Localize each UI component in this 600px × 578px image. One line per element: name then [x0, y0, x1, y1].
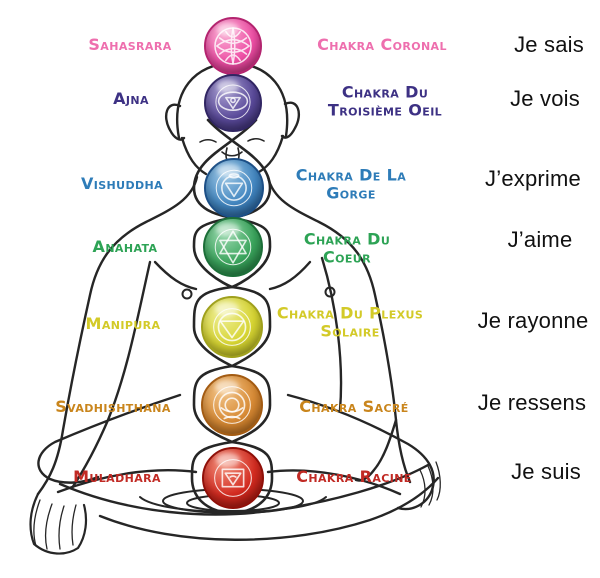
french-label-crown: Chakra Coronal	[317, 35, 447, 55]
french-label-sacral: Chakra Sacré	[299, 397, 409, 417]
square-triangle-icon	[214, 459, 252, 497]
chakra-ball-crown	[204, 17, 262, 75]
sanskrit-label-heart: Anahata	[92, 237, 158, 257]
lotus-mesh-icon	[214, 27, 252, 65]
sanskrit-label-root: Muladhara	[73, 467, 161, 487]
french-label-root: Chakra Racine	[296, 467, 412, 487]
sanskrit-label-third-eye: Ajna	[113, 89, 149, 109]
affirmation-root: Je suis	[511, 459, 581, 484]
french-label-heart: Chakra Du Coeur	[303, 229, 391, 266]
eye-triangle-icon	[215, 84, 251, 120]
french-label-third-eye: Chakra Du Troisième Oeil	[327, 82, 443, 119]
chakra-ball-solar-plexus	[201, 296, 263, 358]
chakra-ball-root	[202, 447, 264, 509]
chakra-ball-sacral	[201, 374, 263, 436]
affirmation-heart: J’aime	[507, 227, 573, 252]
affirmation-solar-plexus: Je rayonne	[477, 308, 589, 333]
affirmation-third-eye: Je vois	[510, 86, 580, 111]
french-label-throat: Chakra De La Gorge	[295, 165, 407, 202]
french-label-solar-plexus: Chakra Du Plexus Solaire	[276, 303, 424, 340]
circle-triangle-icon	[215, 169, 253, 207]
chakra-ball-third-eye	[204, 74, 262, 132]
sanskrit-label-solar-plexus: Manipura	[85, 314, 161, 334]
chakra-ball-heart	[203, 217, 263, 277]
hexagram-icon	[214, 228, 252, 266]
sanskrit-label-crown: Sahasrara	[88, 35, 172, 55]
affirmation-sacral: Je ressens	[477, 390, 587, 415]
affirmation-throat: J’exprime	[485, 166, 581, 191]
sanskrit-label-sacral: Svadhishthana	[55, 397, 171, 417]
triangle-down-icon	[213, 308, 251, 346]
crescent-circles-icon	[213, 386, 251, 424]
chakra-ball-throat	[204, 158, 264, 218]
affirmation-crown: Je sais	[514, 32, 584, 57]
sanskrit-label-throat: Vishuddha	[80, 174, 164, 194]
